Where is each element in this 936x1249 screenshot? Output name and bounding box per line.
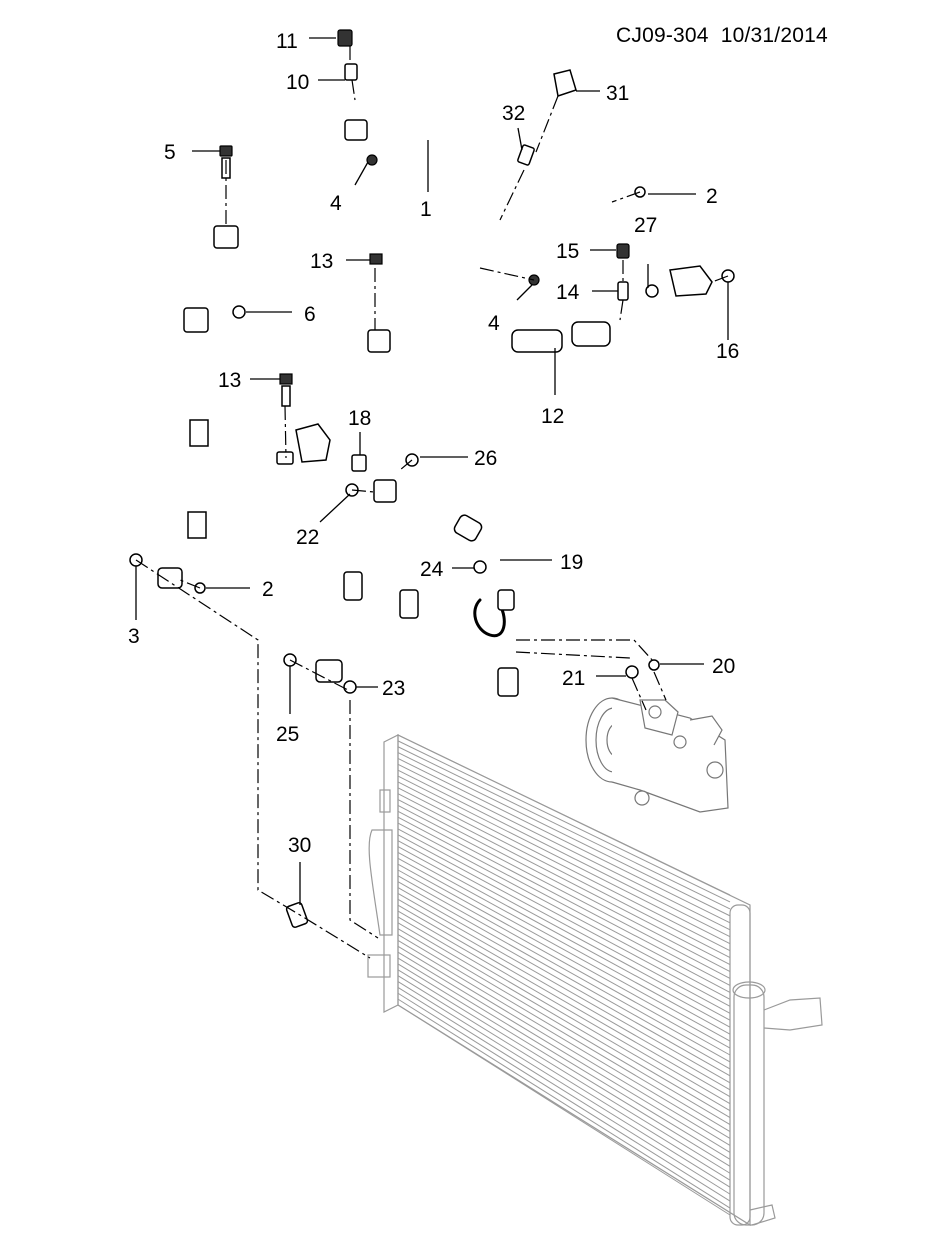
- document-code: CJ09-304: [616, 24, 709, 47]
- condenser-fin: [397, 752, 731, 917]
- condenser-fin: [397, 763, 731, 931]
- condenser-fin: [397, 998, 731, 1209]
- condenser-fin: [397, 740, 731, 903]
- callout-4-mid: 4: [488, 312, 500, 335]
- condenser-fin: [397, 828, 731, 1007]
- condenser-fin: [397, 910, 731, 1105]
- condenser-fin: [397, 893, 731, 1084]
- refrigerant-hose-icon: [295, 265, 714, 463]
- callout-10: 10: [286, 71, 309, 94]
- refrigerant-hose-icon: [157, 118, 616, 589]
- condenser-fin: [397, 875, 731, 1063]
- callout-23: 23: [382, 677, 405, 700]
- callout-32: 32: [502, 102, 525, 125]
- condenser-fin: [397, 769, 731, 938]
- condenser-fin: [397, 822, 731, 1000]
- condenser-fin: [397, 975, 731, 1181]
- condenser-fin: [397, 986, 731, 1195]
- callout-27: 27: [634, 214, 657, 237]
- callout-21: 21: [562, 667, 585, 690]
- condenser-fin: [397, 881, 731, 1070]
- alignment-lines: [135, 46, 729, 959]
- condenser-fin: [397, 840, 731, 1021]
- callout-24: 24: [420, 558, 444, 581]
- condenser-fin: [397, 934, 731, 1132]
- callout-3: 3: [128, 625, 140, 648]
- condenser-fin: [397, 734, 731, 896]
- callout-4-top: 4: [330, 192, 342, 215]
- callout-26: 26: [474, 447, 497, 470]
- condenser-fin: [397, 846, 731, 1028]
- condenser-fin: [397, 957, 731, 1160]
- condenser-fin: [397, 869, 731, 1056]
- condenser-fin: [397, 810, 731, 986]
- callout-22: 22: [296, 526, 319, 549]
- leader-lines: [135, 37, 729, 905]
- condenser-fin: [397, 851, 731, 1035]
- callout-11: 11: [276, 30, 298, 53]
- callout-2-right: 2: [706, 185, 718, 208]
- callout-2-left: 2: [262, 578, 274, 601]
- condenser-fin: [397, 799, 731, 972]
- condenser-fin: [397, 804, 731, 979]
- condenser-fin: [397, 787, 731, 959]
- refrigerant-hose-icon: [315, 479, 519, 746]
- condenser-fin: [397, 963, 731, 1167]
- condenser-fin: [397, 940, 731, 1139]
- condenser-fin: [397, 1004, 731, 1216]
- callout-13-top: 13: [310, 250, 333, 273]
- condenser-fin: [397, 758, 731, 924]
- condenser-fin: [397, 887, 731, 1077]
- condenser-fin: [397, 816, 731, 993]
- callout-20: 20: [712, 655, 735, 678]
- condenser-fin: [397, 951, 731, 1153]
- condenser-fin: [397, 904, 731, 1098]
- callout-30: 30: [288, 834, 311, 857]
- condenser-fin: [397, 834, 731, 1014]
- callout-31: 31: [606, 82, 629, 105]
- document-date: 10/31/2014: [720, 24, 828, 47]
- condenser-fin: [397, 898, 731, 1091]
- callout-14: 14: [556, 281, 580, 304]
- condenser-fin: [397, 781, 731, 952]
- condenser-fin: [397, 857, 731, 1042]
- condenser-fin: [397, 992, 731, 1202]
- callout-16: 16: [716, 340, 739, 363]
- callout-numbers: 11 10 31 32 5 4 1 2 27 15 13 14 4 16 6 1…: [128, 30, 739, 857]
- condenser-fin: [397, 922, 731, 1119]
- callout-25: 25: [276, 723, 299, 746]
- callout-12: 12: [541, 405, 564, 428]
- condenser-fin: [397, 981, 731, 1188]
- callout-18: 18: [348, 407, 371, 430]
- condenser-icon: [367, 734, 823, 1227]
- condenser-fin: [397, 775, 731, 945]
- callout-1: 1: [420, 198, 432, 221]
- condenser-fin: [397, 916, 731, 1112]
- callout-15: 15: [556, 240, 579, 263]
- ac-compressor-icon: [585, 697, 729, 813]
- condenser-fin: [397, 928, 731, 1125]
- condenser-fin: [397, 793, 731, 966]
- condenser-fin: [397, 945, 731, 1146]
- condenser-fin: [397, 863, 731, 1049]
- document-header: CJ09-304 10/31/2014: [616, 24, 828, 48]
- callout-6: 6: [304, 303, 316, 326]
- condenser-fin: [397, 969, 731, 1174]
- condenser-fin: [397, 746, 731, 910]
- callout-19: 19: [560, 551, 583, 574]
- callout-13-mid: 13: [218, 369, 241, 392]
- callout-5: 5: [164, 141, 176, 164]
